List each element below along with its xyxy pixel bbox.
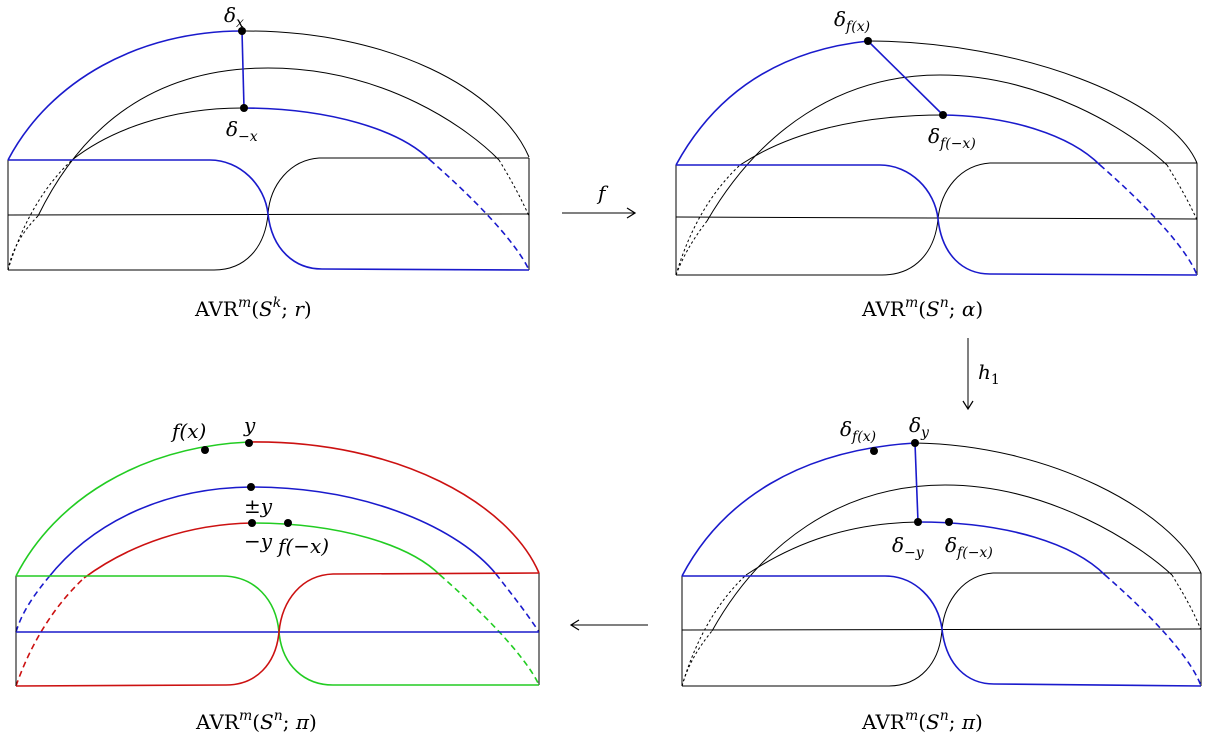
middle-arc-dashed-left (675, 220, 708, 276)
outer-arc-black-part (914, 442, 1202, 574)
caption-bottom-right: AVRm(Sn; π) (861, 708, 983, 734)
outer-arc-blue (675, 40, 869, 166)
label-delta-f-neg-x: δf(−x) (945, 533, 993, 561)
point-delta-fx (864, 37, 872, 45)
inner-arc-blue-dashed (1099, 164, 1198, 276)
inner-arc-dashed-left (681, 574, 747, 687)
label-delta-neg-y: δ−y (892, 533, 925, 561)
label-delta-y: δy (909, 413, 930, 441)
point-delta-f-neg-x (945, 518, 953, 526)
middle-arc-blue-dashed-right (495, 573, 540, 633)
outer-arc-blue (7, 30, 243, 161)
middle-arc-dashed-left (681, 630, 713, 687)
inner-arc-blue (241, 107, 431, 161)
connector-blue (914, 442, 919, 523)
label-y: y (243, 413, 256, 437)
point-delta-neg-y (914, 518, 922, 526)
inner-arc-green (251, 522, 441, 576)
box-bottom-blue (937, 218, 1198, 276)
label-fx: f(x) (170, 419, 206, 443)
connector-blue (867, 40, 944, 116)
outer-arc-green (15, 441, 250, 577)
box-bottom-left (676, 218, 939, 276)
inner-arc-black-left (745, 521, 919, 576)
middle-arc-dashed-left (7, 215, 39, 271)
arrow-h1: h1 (962, 338, 1000, 411)
inner-arc-black-left (739, 114, 944, 166)
panel-top-right: δf(x) δf(−x) AVRm(Sn; α) (675, 7, 1198, 321)
point-pm-y (247, 483, 255, 491)
box-bottom-left (8, 213, 269, 271)
label-delta-fx: δf(x) (834, 7, 870, 35)
box-bottom-blue (941, 628, 1202, 687)
point-delta-y (911, 439, 919, 447)
point-f-neg-x (284, 519, 292, 527)
box-top-blue (682, 575, 943, 630)
label-delta-fx: δf(x) (840, 417, 876, 445)
inner-arc-blue (942, 114, 1101, 166)
label-f: f (596, 181, 609, 205)
label-delta-x: δx (224, 3, 244, 31)
arrow-f: f (562, 181, 637, 219)
inner-arc-green-dashed (439, 574, 540, 686)
point-fx (201, 446, 209, 454)
panel-bottom-right: δf(x) δy δ−y δf(−x) AVRm(Sn; π) (681, 413, 1202, 734)
point-delta-f-neg-x (939, 111, 947, 119)
point-delta-fx (870, 447, 878, 455)
panel-top-left: δx δ−x AVRm(Sk; r) (7, 3, 530, 321)
inner-arc-blue-dashed (1104, 574, 1202, 687)
label-pm-y: ±y (244, 494, 273, 518)
point-neg-y (248, 519, 256, 527)
panel-bottom-left: f(x) y ±y −y f(−x) AVRm(Sn; π) (15, 413, 540, 734)
box-bottom-blue (267, 213, 530, 271)
outer-arc-red (248, 441, 540, 574)
label-neg-y: −y (244, 529, 273, 553)
box-bottom-green (278, 631, 539, 686)
inner-arc-black-left (71, 107, 243, 161)
box-top-blue (676, 164, 939, 220)
label-delta-neg-x: δ−x (226, 117, 258, 145)
box-bottom-left (682, 628, 943, 687)
outer-arc-black-part (241, 30, 530, 158)
lobe-right-black (937, 162, 991, 220)
inner-arc-red-dashed (15, 577, 85, 687)
lobe-right-black (941, 572, 994, 630)
label-h1: h1 (978, 360, 1000, 388)
box-top-blue (8, 159, 269, 215)
arrow-left (569, 619, 648, 631)
middle-arc-dashed-right (498, 159, 530, 217)
middle-arc (706, 74, 1168, 222)
inner-arc-red (83, 522, 253, 579)
caption-bottom-left: AVRm(Sn; π) (195, 708, 317, 734)
point-delta-x (238, 27, 246, 35)
box-top-red (278, 572, 540, 633)
middle-arc-dashed-right (1166, 164, 1198, 221)
label-delta-f-neg-x: δf(−x) (928, 124, 976, 152)
box-bottom-red (15, 631, 280, 687)
middle-arc (37, 67, 500, 217)
box-middle (675, 216, 1198, 220)
caption-top-left: AVRm(Sk; r) (194, 295, 312, 321)
point-y (245, 439, 253, 447)
box-top-green (16, 575, 280, 633)
inner-arc-blue-dashed (429, 159, 530, 271)
caption-top-right: AVRm(Sn; α) (861, 295, 983, 321)
middle-arc-blue-dashed-left (15, 577, 49, 633)
middle-arc (711, 484, 1173, 632)
outer-arc-blue (681, 442, 916, 577)
point-delta-neg-x (240, 104, 248, 112)
label-f-neg-x: f(−x) (276, 534, 329, 558)
connector-blue (241, 30, 245, 109)
lobe-right-black (267, 157, 320, 215)
middle-arc-dashed-right (1171, 574, 1202, 631)
outer-arc-black-part (867, 40, 1198, 164)
